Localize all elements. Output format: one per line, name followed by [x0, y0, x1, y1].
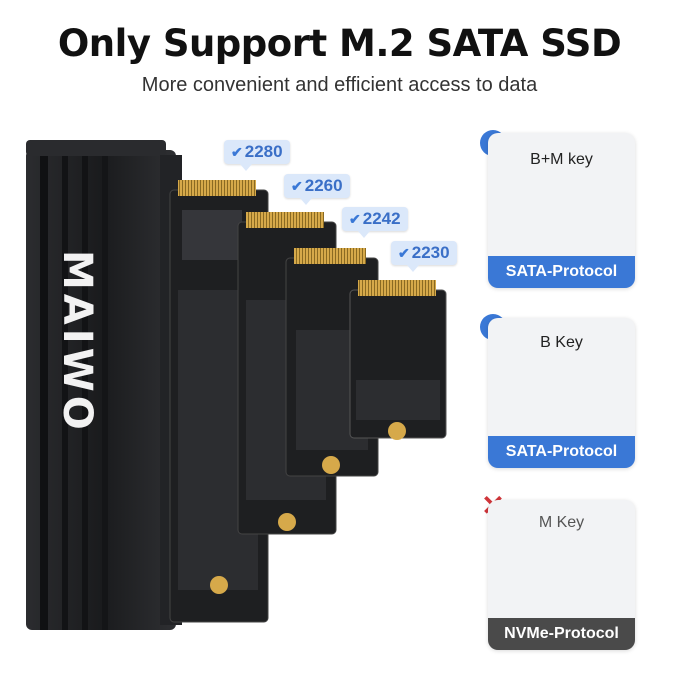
page-title: Only Support M.2 SATA SSD	[57, 22, 622, 65]
enclosure	[26, 140, 182, 630]
brand-logo: MAIWO	[54, 250, 100, 434]
check-icon: ✔	[231, 144, 243, 160]
page-subtitle: More convenient and efficient access to …	[141, 74, 538, 96]
protocol-banner: NVMe-Protocol	[488, 618, 635, 650]
size-badge-2260: ✔2260	[284, 174, 350, 205]
key-title: B+M key	[530, 151, 593, 168]
key-card-bm: B+M key SATA-Protocol	[488, 133, 635, 288]
ssd-2230	[349, 280, 447, 440]
check-icon: ✔	[349, 211, 361, 227]
check-icon: ✔	[398, 245, 410, 261]
size-badge-2230: ✔2230	[391, 241, 457, 272]
key-card-m: M Key NVMe-Protocol	[488, 500, 635, 650]
key-title: B Key	[540, 334, 583, 351]
size-badge-2242: ✔2242	[342, 207, 408, 238]
key-card-b: B Key SATA-Protocol	[488, 318, 635, 468]
key-title: M Key	[538, 514, 585, 531]
protocol-banner: SATA-Protocol	[488, 436, 635, 468]
protocol-banner: SATA-Protocol	[488, 256, 635, 288]
size-badge-2280: ✔2280	[224, 140, 290, 171]
check-icon: ✔	[291, 178, 303, 194]
